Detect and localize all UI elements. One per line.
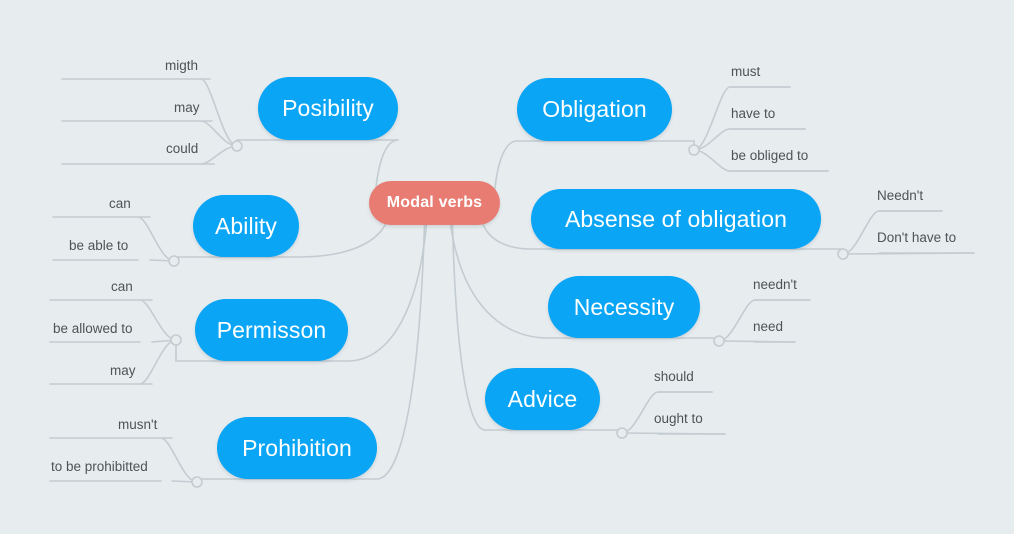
hub-connector-advice[interactable] [616,427,628,439]
leaf-label-ability-0[interactable]: can [109,196,131,211]
leaf-label-absense-0[interactable]: Needn't [877,188,924,203]
trunk-line-necessity [449,223,549,339]
hub-connector-obligation[interactable] [688,144,700,156]
leaf-line-permisson [139,339,177,385]
leaf-label-prohibition-0[interactable]: musn't [118,417,158,432]
leaf-label-absense-1[interactable]: Don't have to [877,230,957,245]
topic-node-obligation[interactable]: Obligation [517,78,672,141]
central-node-modal-verbs[interactable]: Modal verbs [369,181,500,225]
leaf-label-posibility-1[interactable]: may [174,100,200,115]
hub-connector-ability[interactable] [168,255,180,267]
leaf-label-posibility-2[interactable]: could [166,141,199,156]
hub-connector-prohibition[interactable] [191,476,203,488]
leaf-line-posibility [200,145,238,165]
leaf-label-permisson-2[interactable]: may [110,363,136,378]
leaf-label-permisson-1[interactable]: be allowed to [53,321,133,336]
trunk-line-ability [298,220,388,258]
leaf-label-obligation-0[interactable]: must [731,64,761,79]
leaf-label-prohibition-1[interactable]: to be prohibitted [51,459,148,474]
leaf-line-ability [137,216,175,262]
trunk-line-obligation [493,140,518,201]
leaf-label-advice-0[interactable]: should [654,369,694,384]
topic-node-absense[interactable]: Absense of obligation [531,189,821,249]
hub-connector-permisson[interactable] [170,334,182,346]
hub-connector-posibility[interactable] [231,140,243,152]
leaf-label-necessity-1[interactable]: need [753,319,784,334]
trunk-line-prohibition [376,223,426,480]
leaf-label-necessity-0[interactable]: needn't [753,277,797,292]
leaf-label-posibility-0[interactable]: migth [165,58,199,73]
leaf-line-obligation [693,128,806,151]
topic-node-prohibition[interactable]: Prohibition [217,417,377,479]
leaf-line-permisson [139,299,177,341]
leaf-label-permisson-0[interactable]: can [111,279,133,294]
leaf-line-prohibition [160,437,198,483]
topic-node-permisson[interactable]: Permisson [195,299,348,361]
leaf-label-obligation-2[interactable]: be obliged to [731,148,809,163]
trunk-line-absense [481,220,532,250]
topic-node-ability[interactable]: Ability [193,195,299,257]
topic-node-necessity[interactable]: Necessity [548,276,700,338]
leaf-label-ability-1[interactable]: be able to [69,238,129,253]
topic-node-posibility[interactable]: Posibility [258,77,398,140]
topic-node-advice[interactable]: Advice [485,368,600,430]
trunk-line-advice [451,223,486,431]
hub-connector-absense[interactable] [837,248,849,260]
leaf-label-advice-1[interactable]: ought to [654,411,703,426]
leaf-label-obligation-1[interactable]: have to [731,106,776,121]
trunk-line-permisson [347,223,428,362]
hub-connector-necessity[interactable] [713,335,725,347]
